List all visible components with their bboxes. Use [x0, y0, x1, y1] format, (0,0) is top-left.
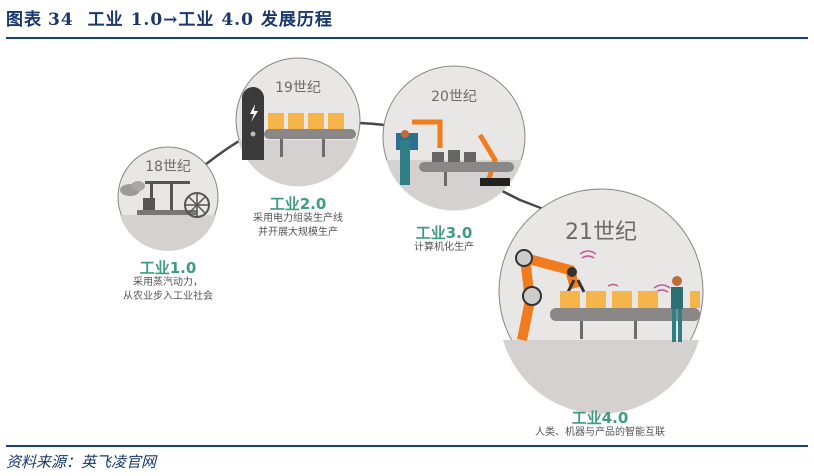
stage-2-century: 19世纪: [275, 80, 321, 96]
conveyor-boxes: [550, 291, 700, 339]
power-station-icon: [242, 87, 264, 160]
top-rule: [6, 37, 808, 39]
steam-engine-icon: [120, 181, 210, 218]
computer-operator-icon: [396, 130, 418, 185]
figure-title: 图表 34 工业 1.0→工业 4.0 发展历程: [6, 5, 333, 30]
stage-3-name: 工业3.0: [415, 224, 473, 242]
figure-title-text: 工业 1.0→工业 4.0 发展历程: [87, 10, 333, 30]
stage-4-circle: [498, 188, 704, 414]
conveyor-boxes: [264, 113, 356, 157]
industrial-robot-icon: [515, 249, 586, 341]
stage-1-description: 采用蒸汽动力， 从农业步入工业社会: [108, 276, 228, 304]
stage-4-name: 工业4.0: [571, 409, 629, 427]
stage-2-description: 采用电力组装生产线 并开展大规模生产: [238, 212, 358, 240]
robot-arm-icon: [412, 119, 510, 186]
stage-4-description: 人类、机器与产品的智能互联: [530, 426, 670, 440]
stage-4-desc-line-1: 人类、机器与产品的智能互联: [535, 427, 665, 438]
stage-2-desc-line-1: 采用电力组装生产线: [253, 213, 343, 224]
figure-label: 图表: [6, 10, 42, 30]
stage-3-description: 计算机化生产: [394, 241, 494, 255]
stage-1-desc-line-1: 采用蒸汽动力，: [133, 277, 203, 288]
stage-1-circle: [117, 146, 219, 251]
stage-2-circle: [235, 57, 361, 187]
stage-1-century: 18世纪: [145, 159, 191, 175]
source-note: 资料来源：英飞凌官网: [6, 453, 157, 471]
stage-1-desc-line-2: 从农业步入工业社会: [123, 291, 213, 302]
stage-2-desc-line-2: 并开展大规模生产: [258, 227, 338, 238]
stage-1-name: 工业1.0: [139, 259, 197, 277]
stage-2-name: 工业2.0: [269, 195, 327, 213]
stage-4-century: 21世纪: [565, 220, 637, 245]
conveyor-boxes: [419, 150, 514, 186]
wifi-signal-icons: [579, 250, 671, 293]
bottom-rule: [6, 445, 808, 447]
worker-icon: [671, 276, 683, 342]
stage-3-circle: [382, 65, 526, 211]
stage-3-desc-line-1: 计算机化生产: [414, 242, 474, 253]
stage-3-century: 20世纪: [431, 89, 477, 105]
figure-number: 34: [48, 10, 74, 30]
